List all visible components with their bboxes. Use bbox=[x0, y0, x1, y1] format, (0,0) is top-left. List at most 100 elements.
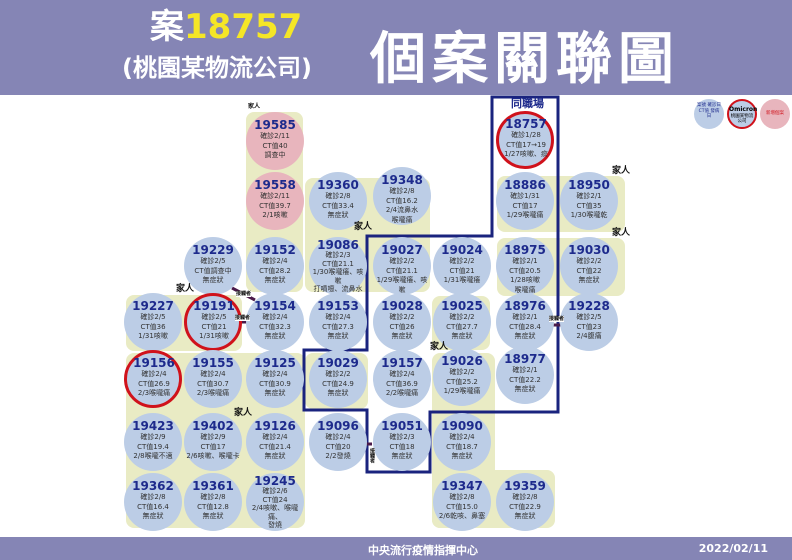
family-label: 家人 bbox=[248, 103, 261, 110]
case-id: 19155 bbox=[192, 356, 234, 370]
case-detail: 1/29喉嚨癢、咳嗽 bbox=[376, 276, 428, 294]
footer-org: 中央流行疫情指揮中心 bbox=[368, 544, 478, 557]
case-detail: CT值18.7 bbox=[446, 442, 478, 451]
case-detail: CT值24 bbox=[262, 495, 288, 504]
case-id: 19025 bbox=[441, 299, 483, 313]
case-detail: 確診2/5 bbox=[201, 313, 227, 321]
family-label: 家人 bbox=[234, 408, 253, 418]
case-detail: CT值27.3 bbox=[322, 322, 354, 331]
legend-new-case: 新增個案 bbox=[760, 99, 790, 129]
case-detail: 無症狀 bbox=[514, 332, 536, 340]
case-id: 18975 bbox=[504, 243, 546, 257]
case-id: 19152 bbox=[254, 243, 296, 257]
case-detail: 2/8喉嚨不適 bbox=[133, 452, 173, 460]
contact-label: 接觸者 bbox=[235, 315, 251, 321]
case-detail: 無症狀 bbox=[327, 211, 349, 219]
case-detail: CT值21 bbox=[449, 266, 475, 275]
case-detail: 2/4咳嗽、喉嚨痛、 bbox=[251, 504, 299, 521]
case-detail: CT值25.2 bbox=[446, 377, 478, 386]
case-detail: CT值30.9 bbox=[259, 379, 291, 388]
case-detail: 1/30喉嚨乾 bbox=[570, 211, 608, 219]
case-detail: 2/6乾咳、鼻塞 bbox=[438, 512, 486, 520]
case-id: 19051 bbox=[381, 419, 423, 433]
case-detail: 無症狀 bbox=[142, 512, 164, 520]
case-detail: 確診2/3 bbox=[389, 433, 415, 441]
case-detail: 確診2/5 bbox=[200, 257, 226, 265]
case-id: 19402 bbox=[192, 419, 234, 433]
case-detail: 確診1/28 bbox=[511, 131, 541, 139]
case-detail: 確診2/2 bbox=[576, 257, 602, 265]
case-detail: 1/29喉嚨痛 bbox=[506, 211, 544, 219]
case-detail: CT值17 bbox=[512, 201, 538, 210]
case-subtitle: (桃園某物流公司) bbox=[122, 54, 312, 82]
case-id: 19362 bbox=[132, 479, 174, 493]
case-id: 19026 bbox=[441, 354, 483, 368]
case-detail: CT值36.9 bbox=[386, 379, 418, 388]
footer-date: 2022/02/11 bbox=[698, 542, 768, 555]
case-id: 19360 bbox=[317, 178, 359, 192]
case-detail: CT值16.2 bbox=[386, 196, 418, 205]
case-detail: 調查中 bbox=[264, 151, 286, 159]
case-detail: 確診2/2 bbox=[449, 313, 475, 321]
case-detail: 2/2發燒 bbox=[325, 452, 351, 460]
case-detail: CT值19.4 bbox=[137, 442, 169, 451]
case-detail: 無症狀 bbox=[264, 452, 286, 460]
case-detail: 2/3喉嚨痛 bbox=[137, 389, 171, 397]
case-detail: 確診2/4 bbox=[200, 370, 226, 378]
case-detail: 喉嚨痛 bbox=[514, 285, 536, 294]
case-detail: 2/6咳嗽、喉嚨卡 bbox=[186, 452, 240, 460]
case-detail: 2/1咳嗽 bbox=[262, 211, 288, 219]
case-detail: 確診2/8 bbox=[512, 493, 538, 501]
family-label: 家人 bbox=[354, 222, 373, 232]
case-id: 19348 bbox=[381, 173, 423, 187]
case-id: 19096 bbox=[317, 419, 359, 433]
case-detail: 確診2/2 bbox=[449, 257, 475, 265]
case-id: 19125 bbox=[254, 356, 296, 370]
case-detail: 確診2/9 bbox=[200, 433, 226, 441]
case-detail: CT值28.2 bbox=[259, 266, 291, 275]
case-id: 18950 bbox=[568, 178, 610, 192]
family-label: 家人 bbox=[430, 342, 449, 352]
case-detail: 2/4腹痛 bbox=[576, 332, 602, 340]
case-detail: 無症狀 bbox=[391, 332, 413, 340]
case-detail: 2/4流鼻水 bbox=[385, 206, 419, 214]
case-id: 19157 bbox=[381, 356, 423, 370]
legend-normal-text: 案號 確診日 CT值 發病日 bbox=[697, 103, 721, 119]
case-detail: CT值32.3 bbox=[259, 322, 291, 331]
case-detail: 喉嚨痛 bbox=[391, 215, 413, 224]
case-detail: 確診2/1 bbox=[576, 192, 602, 200]
case-detail: 確診2/5 bbox=[576, 313, 602, 321]
contact-label: 接觸者 bbox=[549, 316, 565, 322]
case-detail: CT值40 bbox=[262, 141, 288, 150]
case-detail: 確診2/4 bbox=[389, 370, 415, 378]
case-detail: CT值21.1 bbox=[386, 266, 418, 275]
case-id: 19028 bbox=[381, 299, 423, 313]
case-detail: CT值22.9 bbox=[509, 502, 541, 511]
case-detail: CT值24.9 bbox=[322, 379, 354, 388]
case-detail: CT值18 bbox=[389, 442, 415, 451]
case-detail: 確診2/2 bbox=[389, 313, 415, 321]
case-detail: 確診2/8 bbox=[449, 493, 475, 501]
legend-omicron-note: 桃園某物流公司 bbox=[730, 113, 754, 125]
case-detail: 確診2/1 bbox=[512, 313, 538, 321]
case-detail: 確診2/4 bbox=[141, 370, 167, 378]
case-id: 19359 bbox=[504, 479, 546, 493]
case-id: 19423 bbox=[132, 419, 174, 433]
